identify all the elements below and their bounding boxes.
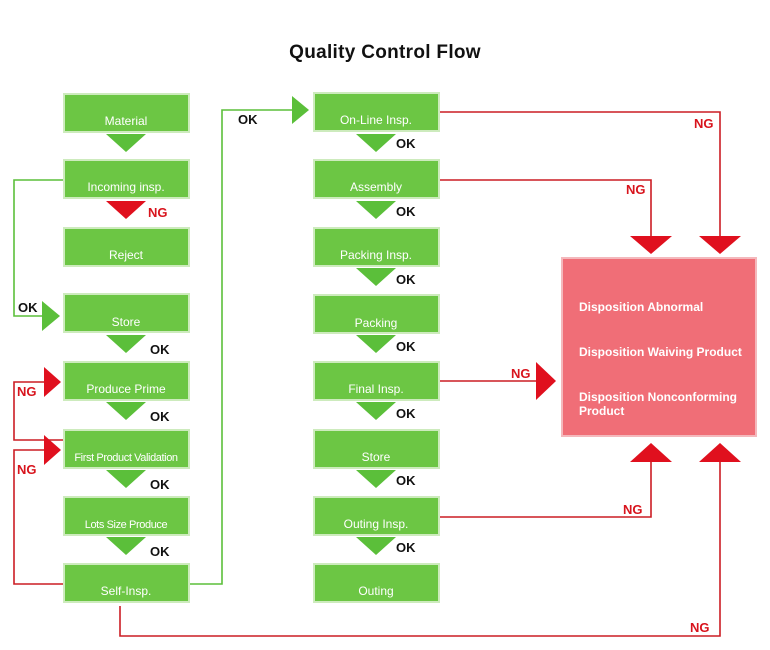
self-insp-ng-loop bbox=[13, 449, 64, 585]
packing-insp-label: Packing Insp. bbox=[340, 248, 412, 262]
online-insp-down-arrow bbox=[356, 134, 396, 152]
outing-insp-box bbox=[313, 496, 440, 536]
ok-label-final-insp: OK bbox=[396, 406, 416, 421]
assembly-ng-down-arrow bbox=[630, 236, 672, 254]
outing-label: Outing bbox=[358, 584, 393, 598]
online-insp-ng-down-arrow bbox=[699, 236, 741, 254]
outing-insp-label: Outing Insp. bbox=[344, 517, 409, 531]
packing-box bbox=[313, 294, 440, 334]
middle-store-box bbox=[313, 429, 440, 469]
self-insp-ng-connector bbox=[119, 462, 721, 637]
disposition-nonconforming-label: Disposition Nonconforming bbox=[579, 390, 737, 404]
ng-label-self-insp: NG bbox=[17, 462, 37, 477]
disposition-abnormal-label: Disposition Abnormal bbox=[579, 300, 703, 314]
assembly-label: Assembly bbox=[350, 180, 402, 194]
outing-insp-ng-connector bbox=[439, 462, 652, 518]
incoming-insp-label: Incoming insp. bbox=[87, 180, 164, 194]
first-product-validation-label: First Product Validation bbox=[74, 452, 178, 464]
first-product-down-arrow bbox=[106, 470, 146, 488]
self-insp-box bbox=[63, 563, 190, 603]
ok-label-produce-prime: OK bbox=[150, 409, 170, 424]
final-insp-box bbox=[313, 361, 440, 401]
ok-label-packing: OK bbox=[396, 339, 416, 354]
material-label: Material bbox=[105, 114, 148, 128]
self-insp-ng-up-arrow bbox=[699, 443, 741, 462]
ok-label-middle-store: OK bbox=[396, 473, 416, 488]
ng-label-assembly: NG bbox=[626, 182, 646, 197]
final-insp-ng-right-arrow bbox=[536, 362, 556, 400]
packing-label: Packing bbox=[355, 316, 398, 330]
produce-prime-box bbox=[63, 361, 190, 401]
online-insp-ng-connector bbox=[439, 111, 721, 236]
outing-box bbox=[313, 563, 440, 603]
ng-label-incoming: NG bbox=[148, 205, 168, 220]
diagram-title: Quality Control Flow bbox=[289, 42, 481, 63]
ok-label-assembly: OK bbox=[396, 204, 416, 219]
left-store-box bbox=[63, 293, 190, 333]
outing-insp-down-arrow bbox=[356, 537, 396, 555]
self-insp-to-online-connector bbox=[189, 109, 294, 585]
left-store-label: Store bbox=[112, 315, 141, 329]
packing-down-arrow bbox=[356, 335, 396, 353]
ng-label-final-insp: NG bbox=[511, 366, 531, 381]
disposition-box bbox=[561, 257, 757, 437]
online-insp-entry-arrow bbox=[292, 96, 309, 124]
ok-label-store: OK bbox=[150, 342, 170, 357]
ok-label-self-insp: OK bbox=[238, 112, 258, 127]
ok-label-lots-size: OK bbox=[150, 544, 170, 559]
ng-label-first-product: NG bbox=[17, 384, 37, 399]
packing-insp-down-arrow bbox=[356, 268, 396, 286]
middle-store-label: Store bbox=[362, 450, 391, 464]
ok-label-incoming-store: OK bbox=[18, 300, 38, 315]
middle-store-down-arrow bbox=[356, 470, 396, 488]
ng-label-outing-insp: NG bbox=[623, 502, 643, 517]
online-insp-label: On-Line Insp. bbox=[340, 113, 412, 127]
disposition-nonconforming-label-cont: Product bbox=[579, 404, 624, 418]
ok-label-outing-insp: OK bbox=[396, 540, 416, 555]
assembly-box bbox=[313, 159, 440, 199]
material-box bbox=[63, 93, 190, 133]
first-product-validation-box bbox=[63, 429, 190, 469]
first-product-ng-arrow bbox=[44, 435, 61, 465]
assembly-ng-connector bbox=[439, 179, 652, 236]
lots-size-produce-label: Lots Size Produce bbox=[85, 519, 168, 531]
disposition-waiving-label: Disposition Waiving Product bbox=[579, 345, 742, 359]
ok-label-first-product: OK bbox=[150, 477, 170, 492]
produce-prime-label: Produce Prime bbox=[86, 382, 166, 396]
ng-label-online-insp: NG bbox=[694, 116, 714, 131]
incoming-to-store-connector bbox=[13, 179, 64, 317]
incoming-insp-box bbox=[63, 159, 190, 199]
assembly-down-arrow bbox=[356, 201, 396, 219]
reject-box bbox=[63, 227, 190, 267]
lots-size-produce-box bbox=[63, 496, 190, 536]
reject-label: Reject bbox=[109, 248, 144, 262]
produce-prime-down-arrow bbox=[106, 402, 146, 420]
final-insp-label: Final Insp. bbox=[348, 382, 403, 396]
self-insp-label: Self-Insp. bbox=[101, 584, 152, 598]
outing-insp-ng-up-arrow bbox=[630, 443, 672, 462]
ng-label-self-insp-bottom: NG bbox=[690, 620, 710, 635]
ok-label-online-insp: OK bbox=[396, 136, 416, 151]
final-insp-down-arrow bbox=[356, 402, 396, 420]
incoming-ng-down-arrow bbox=[106, 201, 146, 219]
online-insp-box bbox=[313, 92, 440, 132]
produce-prime-ng-arrow bbox=[44, 367, 61, 397]
first-product-ng-loop bbox=[13, 381, 64, 441]
ok-label-packing-insp: OK bbox=[396, 272, 416, 287]
lots-size-down-arrow bbox=[106, 537, 146, 555]
store-down-arrow bbox=[106, 335, 146, 353]
packing-insp-box bbox=[313, 227, 440, 267]
store-entry-arrow bbox=[42, 301, 60, 331]
material-down-arrow bbox=[106, 134, 146, 152]
